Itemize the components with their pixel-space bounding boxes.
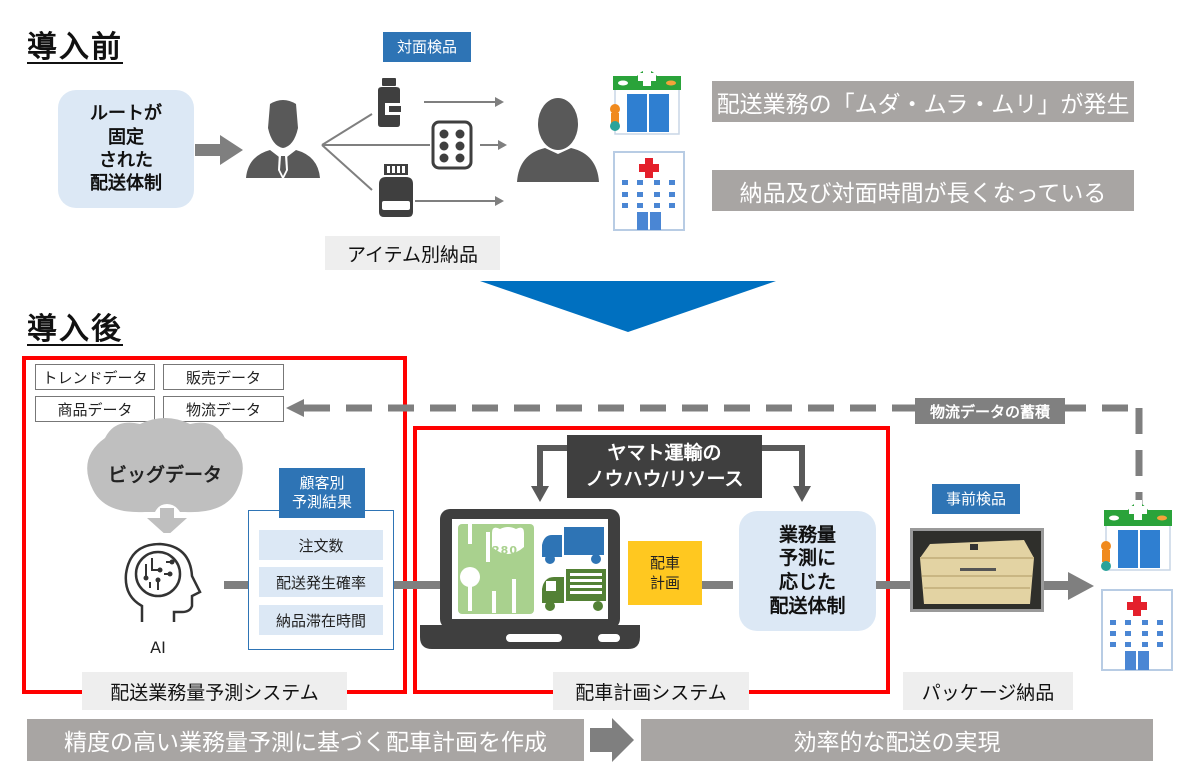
- destination-pharmacy-icon: [1101, 500, 1172, 571]
- dispatch-plan-line: 計画: [649, 574, 680, 592]
- big-data-label: ビッグデータ: [107, 464, 222, 486]
- package-container-photo: [910, 528, 1044, 612]
- arrow-to-destination-icon: [1040, 572, 1094, 600]
- workload-based-delivery-box: 業務量 予測に 応じた 配送体制: [739, 511, 876, 631]
- dispatch-plan-tag: 配車 計画: [628, 541, 702, 605]
- yamato-box-line: ノウハウ/リソース: [585, 467, 744, 490]
- fixed-route-line: された: [99, 150, 153, 171]
- workload-box-line: 配送体制: [769, 594, 846, 617]
- big-data-cloud-icon: [87, 418, 243, 533]
- data-source-logistics: 物流データ: [163, 396, 284, 422]
- driver-person-icon: [246, 100, 320, 180]
- prediction-item-order-count: 注文数: [259, 530, 383, 560]
- flow-line-workload-to-package: [876, 581, 914, 589]
- item-delivery-label: アイテム別納品: [325, 236, 500, 270]
- flow-line-prediction-to-laptop: [392, 581, 442, 589]
- dispatch-plan-line: 配車: [649, 553, 680, 572]
- route-number-badge: 280: [492, 544, 518, 557]
- yamato-knowhow-box: ヤマト運輸の ノウハウ/リソース: [567, 435, 762, 498]
- data-source-sales: 販売データ: [163, 364, 284, 390]
- yamato-box-line: ヤマト運輸の: [607, 441, 722, 464]
- data-source-trend: トレンドデータ: [35, 364, 155, 390]
- transition-down-arrow-icon: [480, 281, 776, 332]
- ai-brain-head-icon: [124, 542, 202, 622]
- workload-box-line: 応じた: [778, 571, 836, 593]
- footer-arrow-icon: [590, 718, 634, 762]
- pre-inspection-tag: 事前検品: [932, 484, 1020, 514]
- knowhow-distribution-arrows: [531, 445, 811, 502]
- workload-box-line: 業務量: [778, 523, 836, 546]
- pharmacy-icon: [610, 68, 681, 135]
- prediction-item-stay-time: 納品滞在時間: [259, 605, 383, 635]
- fixed-route-line: ルートが: [90, 103, 162, 125]
- arrow-right-icon: [195, 135, 243, 165]
- workload-box-line: 予測に: [778, 547, 836, 570]
- problem-banner: 納品及び対面時間が長くなっている: [712, 170, 1134, 211]
- destination-hospital-icon: [1101, 589, 1173, 671]
- prediction-tag-line: 顧客別: [299, 474, 345, 493]
- laptop-dispatch-app-icon: [420, 509, 640, 649]
- before-heading: 導入前: [27, 30, 123, 65]
- medicine-jar-icon: [379, 164, 413, 217]
- fixed-route-line: 配送体制: [90, 173, 162, 195]
- fixed-route-box: ルートが 固定 された 配送体制: [58, 90, 194, 208]
- forecast-system-label: 配送業務量予測システム: [82, 672, 347, 710]
- footer-left-banner: 精度の高い業務量予測に基づく配車計画を作成: [27, 719, 584, 761]
- prediction-result-tag: 顧客別 予測結果: [279, 468, 365, 518]
- prediction-item-delivery-probability: 配送発生確率: [259, 567, 383, 597]
- ai-label: AI: [150, 638, 166, 657]
- data-source-product: 商品データ: [35, 396, 155, 422]
- package-delivery-label: パッケージ納品: [903, 672, 1073, 710]
- face-inspection-tag: 対面検品: [383, 32, 471, 62]
- logistics-data-accumulation-label: 物流データの蓄積: [915, 398, 1065, 424]
- dispatch-system-label: 配車計画システム: [553, 672, 749, 710]
- item-delivery-lines: [321, 97, 507, 206]
- footer-right-banner: 効率的な配送の実現: [641, 719, 1153, 761]
- hospital-icon: [613, 151, 685, 231]
- fixed-route-line: 固定: [108, 126, 144, 148]
- recipient-person-icon: [517, 98, 599, 182]
- pill-blister-icon: [431, 120, 473, 170]
- problem-banner: 配送業務の「ムダ・ムラ・ムリ」が発生: [712, 81, 1134, 122]
- flow-line-ai-to-prediction: [224, 581, 252, 589]
- after-heading: 導入後: [27, 312, 123, 347]
- medicine-bottle-icon: [378, 78, 401, 127]
- prediction-tag-line: 予測結果: [291, 493, 352, 511]
